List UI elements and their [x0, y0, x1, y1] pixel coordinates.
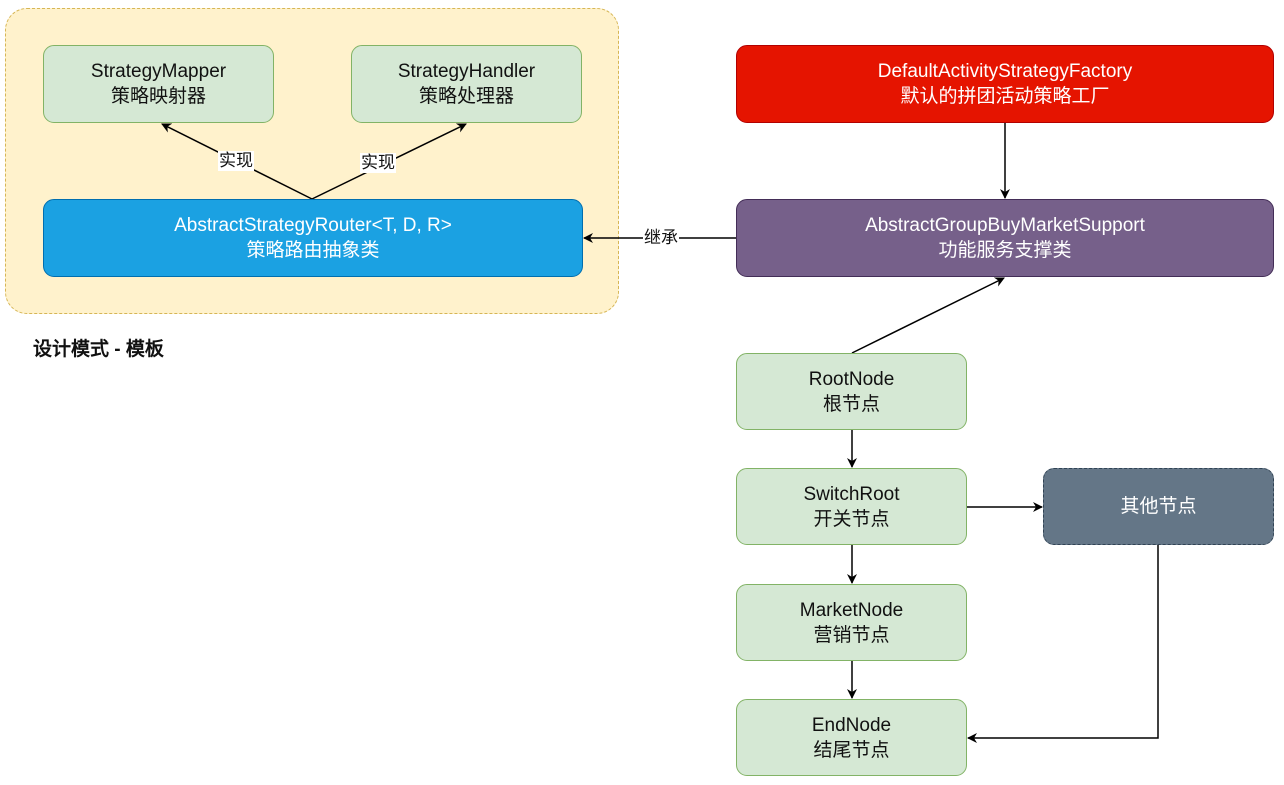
market-node-subtitle: 营销节点	[813, 624, 890, 646]
abstract-strategy-router-title: AbstractStrategyRouter<T, D, R>	[174, 215, 452, 236]
strategy-mapper-title: StrategyMapper	[90, 61, 227, 82]
edge-root-to-support	[851, 277, 1005, 354]
root-node-subtitle: 根节点	[822, 393, 880, 415]
strategy-handler-title: StrategyHandler	[397, 61, 536, 82]
implements-label-right: 实现	[360, 153, 396, 173]
root-node-title: RootNode	[808, 368, 895, 390]
strategy-mapper-subtitle: 策略映射器	[110, 86, 206, 107]
other-nodes-title: 其他节点	[1120, 496, 1197, 517]
edge-other-to-end	[967, 545, 1159, 743]
end-node-subtitle: 结尾节点	[813, 739, 890, 761]
market-node-title: MarketNode	[799, 599, 904, 621]
other-nodes-node[interactable]: 其他节点	[1043, 468, 1274, 545]
implements-label-left: 实现	[218, 151, 254, 171]
strategy-mapper-node[interactable]: StrategyMapper 策略映射器	[43, 45, 274, 123]
market-node[interactable]: MarketNode 营销节点	[736, 584, 967, 661]
factory-title: DefaultActivityStrategyFactory	[877, 61, 1133, 82]
abstract-strategy-router-node[interactable]: AbstractStrategyRouter<T, D, R> 策略路由抽象类	[43, 199, 583, 277]
abstract-group-buy-market-support-node[interactable]: AbstractGroupBuyMarketSupport 功能服务支撑类	[736, 199, 1274, 277]
strategy-handler-subtitle: 策略处理器	[418, 86, 514, 107]
root-node[interactable]: RootNode 根节点	[736, 353, 967, 430]
end-node-title: EndNode	[811, 714, 892, 736]
switch-root-title: SwitchRoot	[803, 483, 900, 505]
inherit-label: 继承	[643, 228, 679, 248]
template-pattern-caption: 设计模式 - 模板	[33, 339, 164, 360]
factory-subtitle: 默认的拼团活动策略工厂	[900, 86, 1110, 107]
switch-root-node[interactable]: SwitchRoot 开关节点	[736, 468, 967, 545]
switch-root-subtitle: 开关节点	[813, 508, 890, 530]
end-node[interactable]: EndNode 结尾节点	[736, 699, 967, 776]
support-subtitle: 功能服务支撑类	[938, 240, 1072, 261]
abstract-strategy-router-subtitle: 策略路由抽象类	[246, 240, 380, 261]
strategy-handler-node[interactable]: StrategyHandler 策略处理器	[351, 45, 582, 123]
support-title: AbstractGroupBuyMarketSupport	[865, 215, 1145, 236]
default-activity-strategy-factory-node[interactable]: DefaultActivityStrategyFactory 默认的拼团活动策略…	[736, 45, 1274, 123]
